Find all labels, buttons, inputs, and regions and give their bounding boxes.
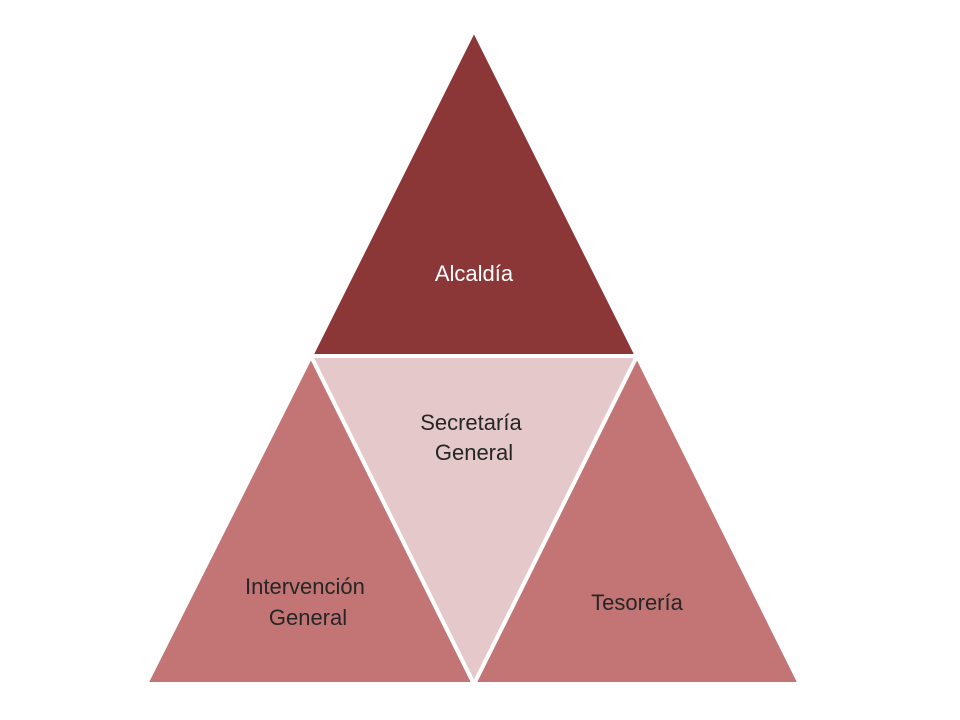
intervencion-general-label: Intervención General (245, 574, 371, 630)
intervencion-general-label-line-2: General (269, 605, 347, 630)
secretaria-general-label: Secretaría General (420, 410, 528, 465)
secretaria-general-label-line-2: General (435, 440, 513, 465)
alcaldia-label-line: Alcaldía (435, 261, 514, 286)
secretaria-general-triangle (307, 354, 641, 689)
alcaldia-triangle (307, 25, 641, 358)
intervencion-general-label-line-1: Intervención (245, 574, 365, 599)
secretaria-general-label-line-1: Secretaría (420, 410, 522, 435)
tesoreria-label: Tesorería (591, 590, 683, 615)
alcaldia-label: Alcaldía (435, 261, 514, 286)
tesoreria-label-line: Tesorería (591, 590, 683, 615)
